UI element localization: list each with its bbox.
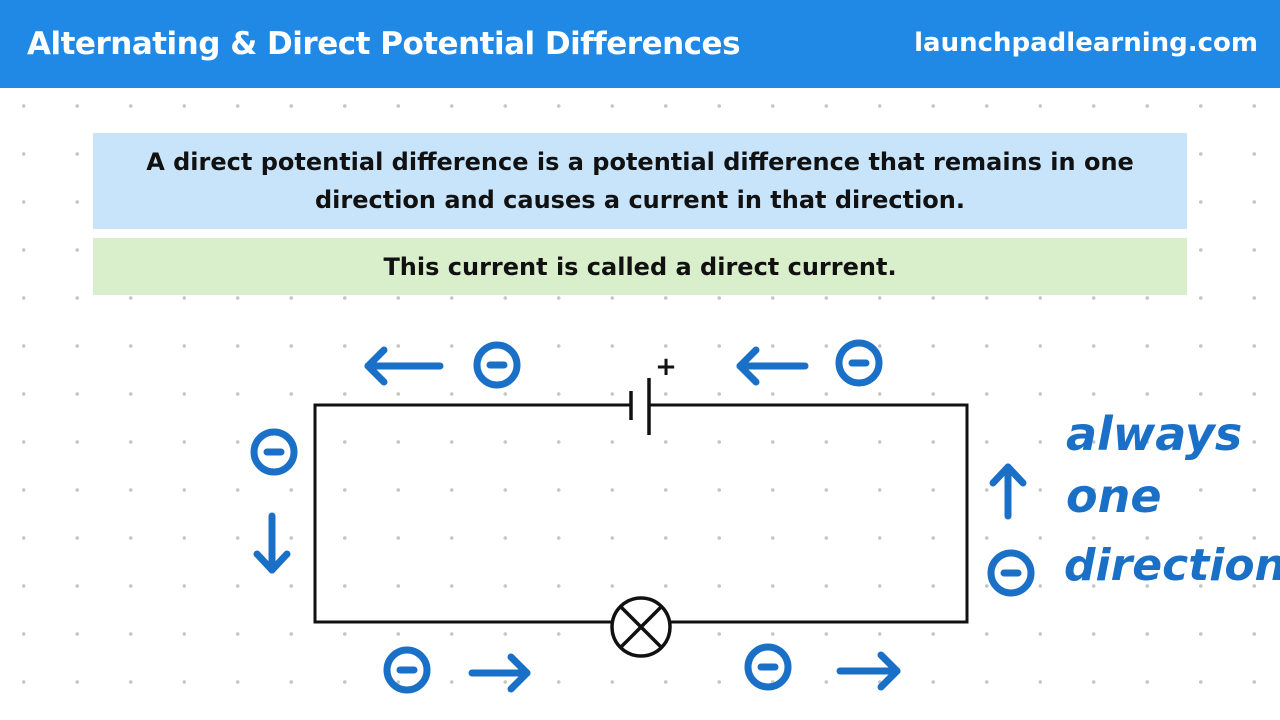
definition-text: A direct potential difference is a poten… [146,143,1134,219]
annotation-one: one [1066,469,1162,523]
annotation-direction: direction [1064,540,1280,591]
arrow-up-icon [989,463,1027,520]
circuit-wires [313,403,969,624]
electron-minus-icon [991,553,1031,593]
page-title: Alternating & Direct Potential Differenc… [27,26,741,62]
arrow-down-icon [253,512,291,574]
lamp-icon [610,596,672,658]
arrow-right-icon [468,653,531,693]
note-box: This current is called a direct current. [93,238,1187,295]
definition-box: A direct potential difference is a poten… [93,133,1187,229]
electron-minus-icon [477,345,517,385]
annotation-always: always [1066,407,1242,461]
electron-minus-icon [839,343,879,383]
electron-minus-icon [387,650,427,690]
electron-minus-icon [254,432,294,472]
arrow-left-icon [736,346,809,386]
arrow-left-icon [364,346,444,386]
definition-line-2: direction and causes a current in that d… [314,186,965,214]
cell-icon [629,378,651,435]
electron-minus-icon [748,647,788,687]
site-name: launchpadlearning.com [914,28,1258,58]
definition-line-1: A direct potential difference is a poten… [146,148,1134,176]
header-bar: Alternating & Direct Potential Differenc… [0,0,1280,88]
battery-plus-sign: + [655,352,677,382]
note-text: This current is called a direct current. [383,252,897,281]
arrow-right-icon [836,651,901,691]
